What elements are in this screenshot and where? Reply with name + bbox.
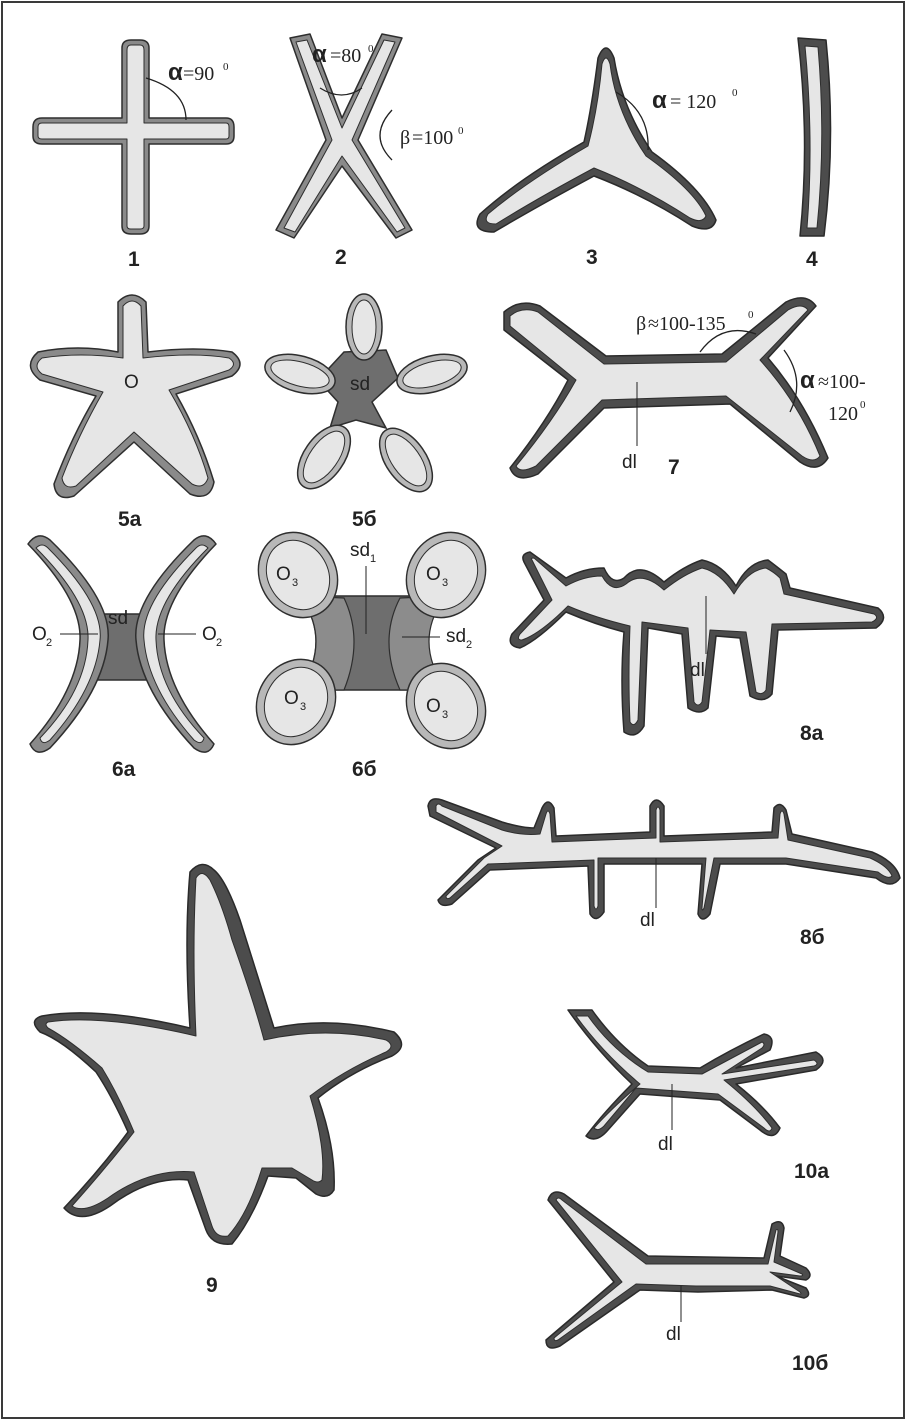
figure-label-4: 4 (806, 248, 818, 271)
alpha-value-7b: 120 (828, 403, 858, 425)
o3-label-top-left: O (276, 564, 291, 585)
figure-label-10b: 10б (792, 1352, 828, 1375)
alpha-value-7: ≈100- (818, 371, 866, 393)
figure-label-3: 3 (586, 246, 598, 269)
alpha-degree-3: 0 (732, 87, 738, 99)
figure-label-5b: 5б (352, 508, 377, 531)
shape-5a-star (30, 295, 240, 498)
sd1-sub-6b: 1 (370, 553, 376, 565)
shape-10a-branched (568, 1010, 823, 1139)
beta-arc-2 (380, 110, 392, 160)
o3-sub-bottom-left: 3 (300, 701, 306, 713)
shape-4-bar (798, 38, 831, 236)
o3-label-top-right: O (426, 564, 441, 585)
o3-sub-top-right: 3 (442, 577, 448, 589)
shape-5b-star (261, 294, 472, 501)
sd-label-6a: sd (108, 608, 128, 629)
sd2-sub-6b: 2 (466, 639, 472, 651)
alpha-value-3: = 120 (670, 91, 716, 113)
o2-right-label-6a: O (202, 624, 217, 645)
alpha-symbol-2: α (312, 41, 327, 68)
sd2-label-6b: sd (446, 626, 466, 647)
alpha-symbol-1: α (168, 59, 183, 86)
o2-left-sub-6a: 2 (46, 637, 52, 649)
shape-8b-branched (428, 799, 900, 919)
figure-label-5a: 5a (118, 508, 142, 531)
alpha-symbol-3: α (652, 87, 667, 114)
dl-label-8a: dl (690, 660, 705, 681)
sd1-label-6b: sd (350, 540, 370, 561)
alpha-degree-1: 0 (223, 61, 229, 73)
o2-left-label-6a: O (32, 624, 47, 645)
dl-label-8b: dl (640, 910, 655, 931)
o3-sub-top-left: 3 (292, 577, 298, 589)
shape-8a-branched (510, 552, 883, 735)
figure-label-8a: 8a (800, 722, 824, 745)
beta-symbol-7: β (636, 313, 646, 335)
figure-label-2: 2 (335, 246, 347, 269)
figure-label-6b: 6б (352, 758, 377, 781)
beta-degree-2: 0 (458, 125, 464, 137)
o3-sub-bottom-right: 3 (442, 709, 448, 721)
alpha-value-2: =80 (330, 45, 361, 67)
figure-label-8b: 8б (800, 926, 825, 949)
o3-label-bottom-left: O (284, 688, 299, 709)
figure-label-9: 9 (206, 1274, 218, 1297)
alpha-degree-7: 0 (860, 399, 866, 411)
o2-right-sub-6a: 2 (216, 637, 222, 649)
shape-3-tristar (477, 48, 716, 232)
figure-label-6a: 6a (112, 758, 136, 781)
figure-label-1: 1 (128, 248, 140, 271)
alpha-degree-2: 0 (368, 43, 374, 55)
beta-value-2: =100 (412, 127, 453, 149)
figure-label-7: 7 (668, 456, 680, 479)
center-label-5b: sd (350, 374, 370, 395)
figure-label-10a: 10a (794, 1160, 829, 1183)
o3-label-bottom-right: O (426, 696, 441, 717)
alpha-value-1: =90 (183, 63, 214, 85)
shape-6a-pair (28, 536, 216, 752)
alpha-symbol-7: α (800, 367, 815, 394)
center-label-5a: O (124, 372, 139, 393)
beta-degree-7: 0 (748, 309, 754, 321)
shape-9-star (34, 864, 401, 1244)
beta-symbol-2: β (400, 127, 410, 149)
dl-label-7: dl (622, 452, 637, 473)
beta-value-7: ≈100-135 (648, 313, 726, 335)
dl-label-10b: dl (666, 1324, 681, 1345)
dl-label-10a: dl (658, 1134, 673, 1155)
